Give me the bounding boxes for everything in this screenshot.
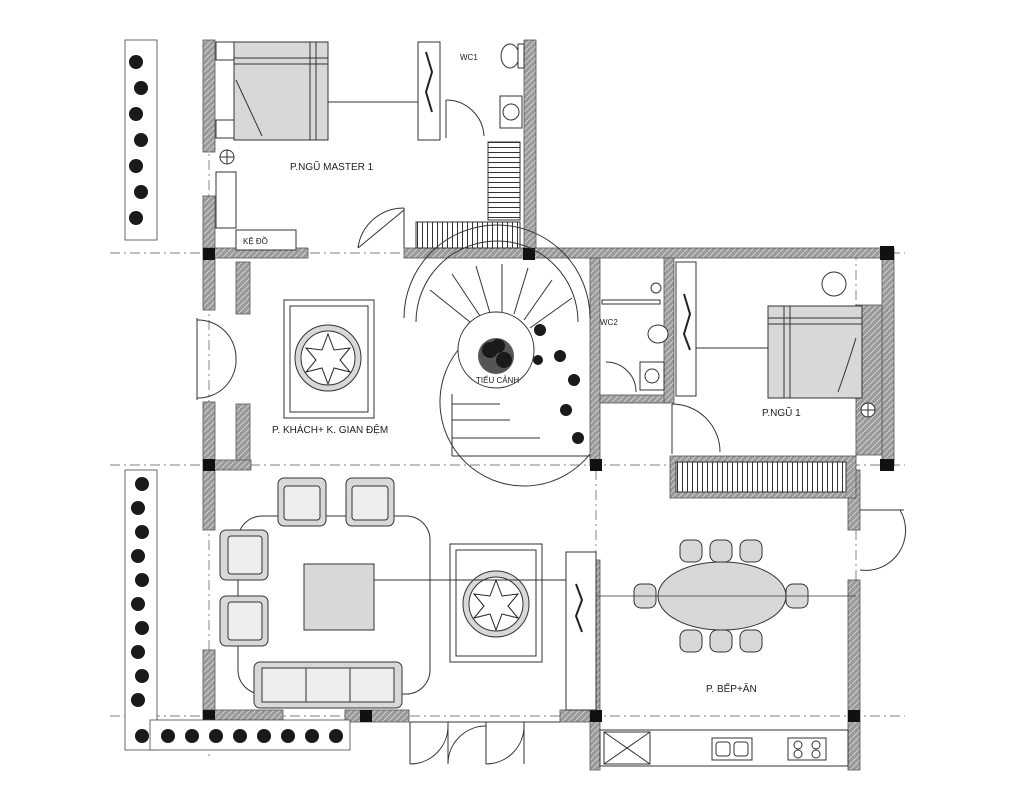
wc2 <box>601 282 669 393</box>
wardrobe <box>215 171 237 229</box>
bedroom1-tv <box>675 261 768 397</box>
living-rug <box>283 299 375 419</box>
lower-rug <box>449 543 543 663</box>
wc1-label: WC1 <box>460 53 478 62</box>
courtyard-plant <box>478 324 584 444</box>
living-sofa-set <box>219 477 431 709</box>
kitchen-counter <box>599 729 849 767</box>
living-side-door <box>196 318 237 400</box>
columns <box>203 246 894 722</box>
master-stair-landing <box>415 221 521 249</box>
shelf-label: KỆ ĐỒ <box>243 236 268 246</box>
master-bed <box>215 41 420 165</box>
living-tv <box>565 551 597 711</box>
bedroom1-door <box>671 403 721 454</box>
front-door <box>409 721 560 765</box>
garden-strip <box>124 39 351 751</box>
master-door <box>357 207 405 249</box>
master-bedroom-label: P.NGŨ MASTER 1 <box>290 160 374 173</box>
right-side-door <box>859 509 907 571</box>
stair-rail-lower <box>675 461 847 493</box>
shelf <box>235 229 297 251</box>
kitchen-label: P. BẾP+ĂN <box>706 682 757 695</box>
spiral-stair <box>403 224 591 487</box>
living-room-label: P. KHÁCH+ K. GIAN ĐỆM <box>272 423 388 436</box>
wc1 <box>445 43 525 138</box>
bedroom1-bed <box>767 271 876 418</box>
tv-cabinet <box>417 41 441 141</box>
master-stair-rail <box>487 141 521 221</box>
wc2-label: WC2 <box>600 318 618 327</box>
courtyard-label: TIỂU CẢNH <box>476 376 519 385</box>
bedroom1-label: P.NGŨ 1 <box>762 406 801 419</box>
